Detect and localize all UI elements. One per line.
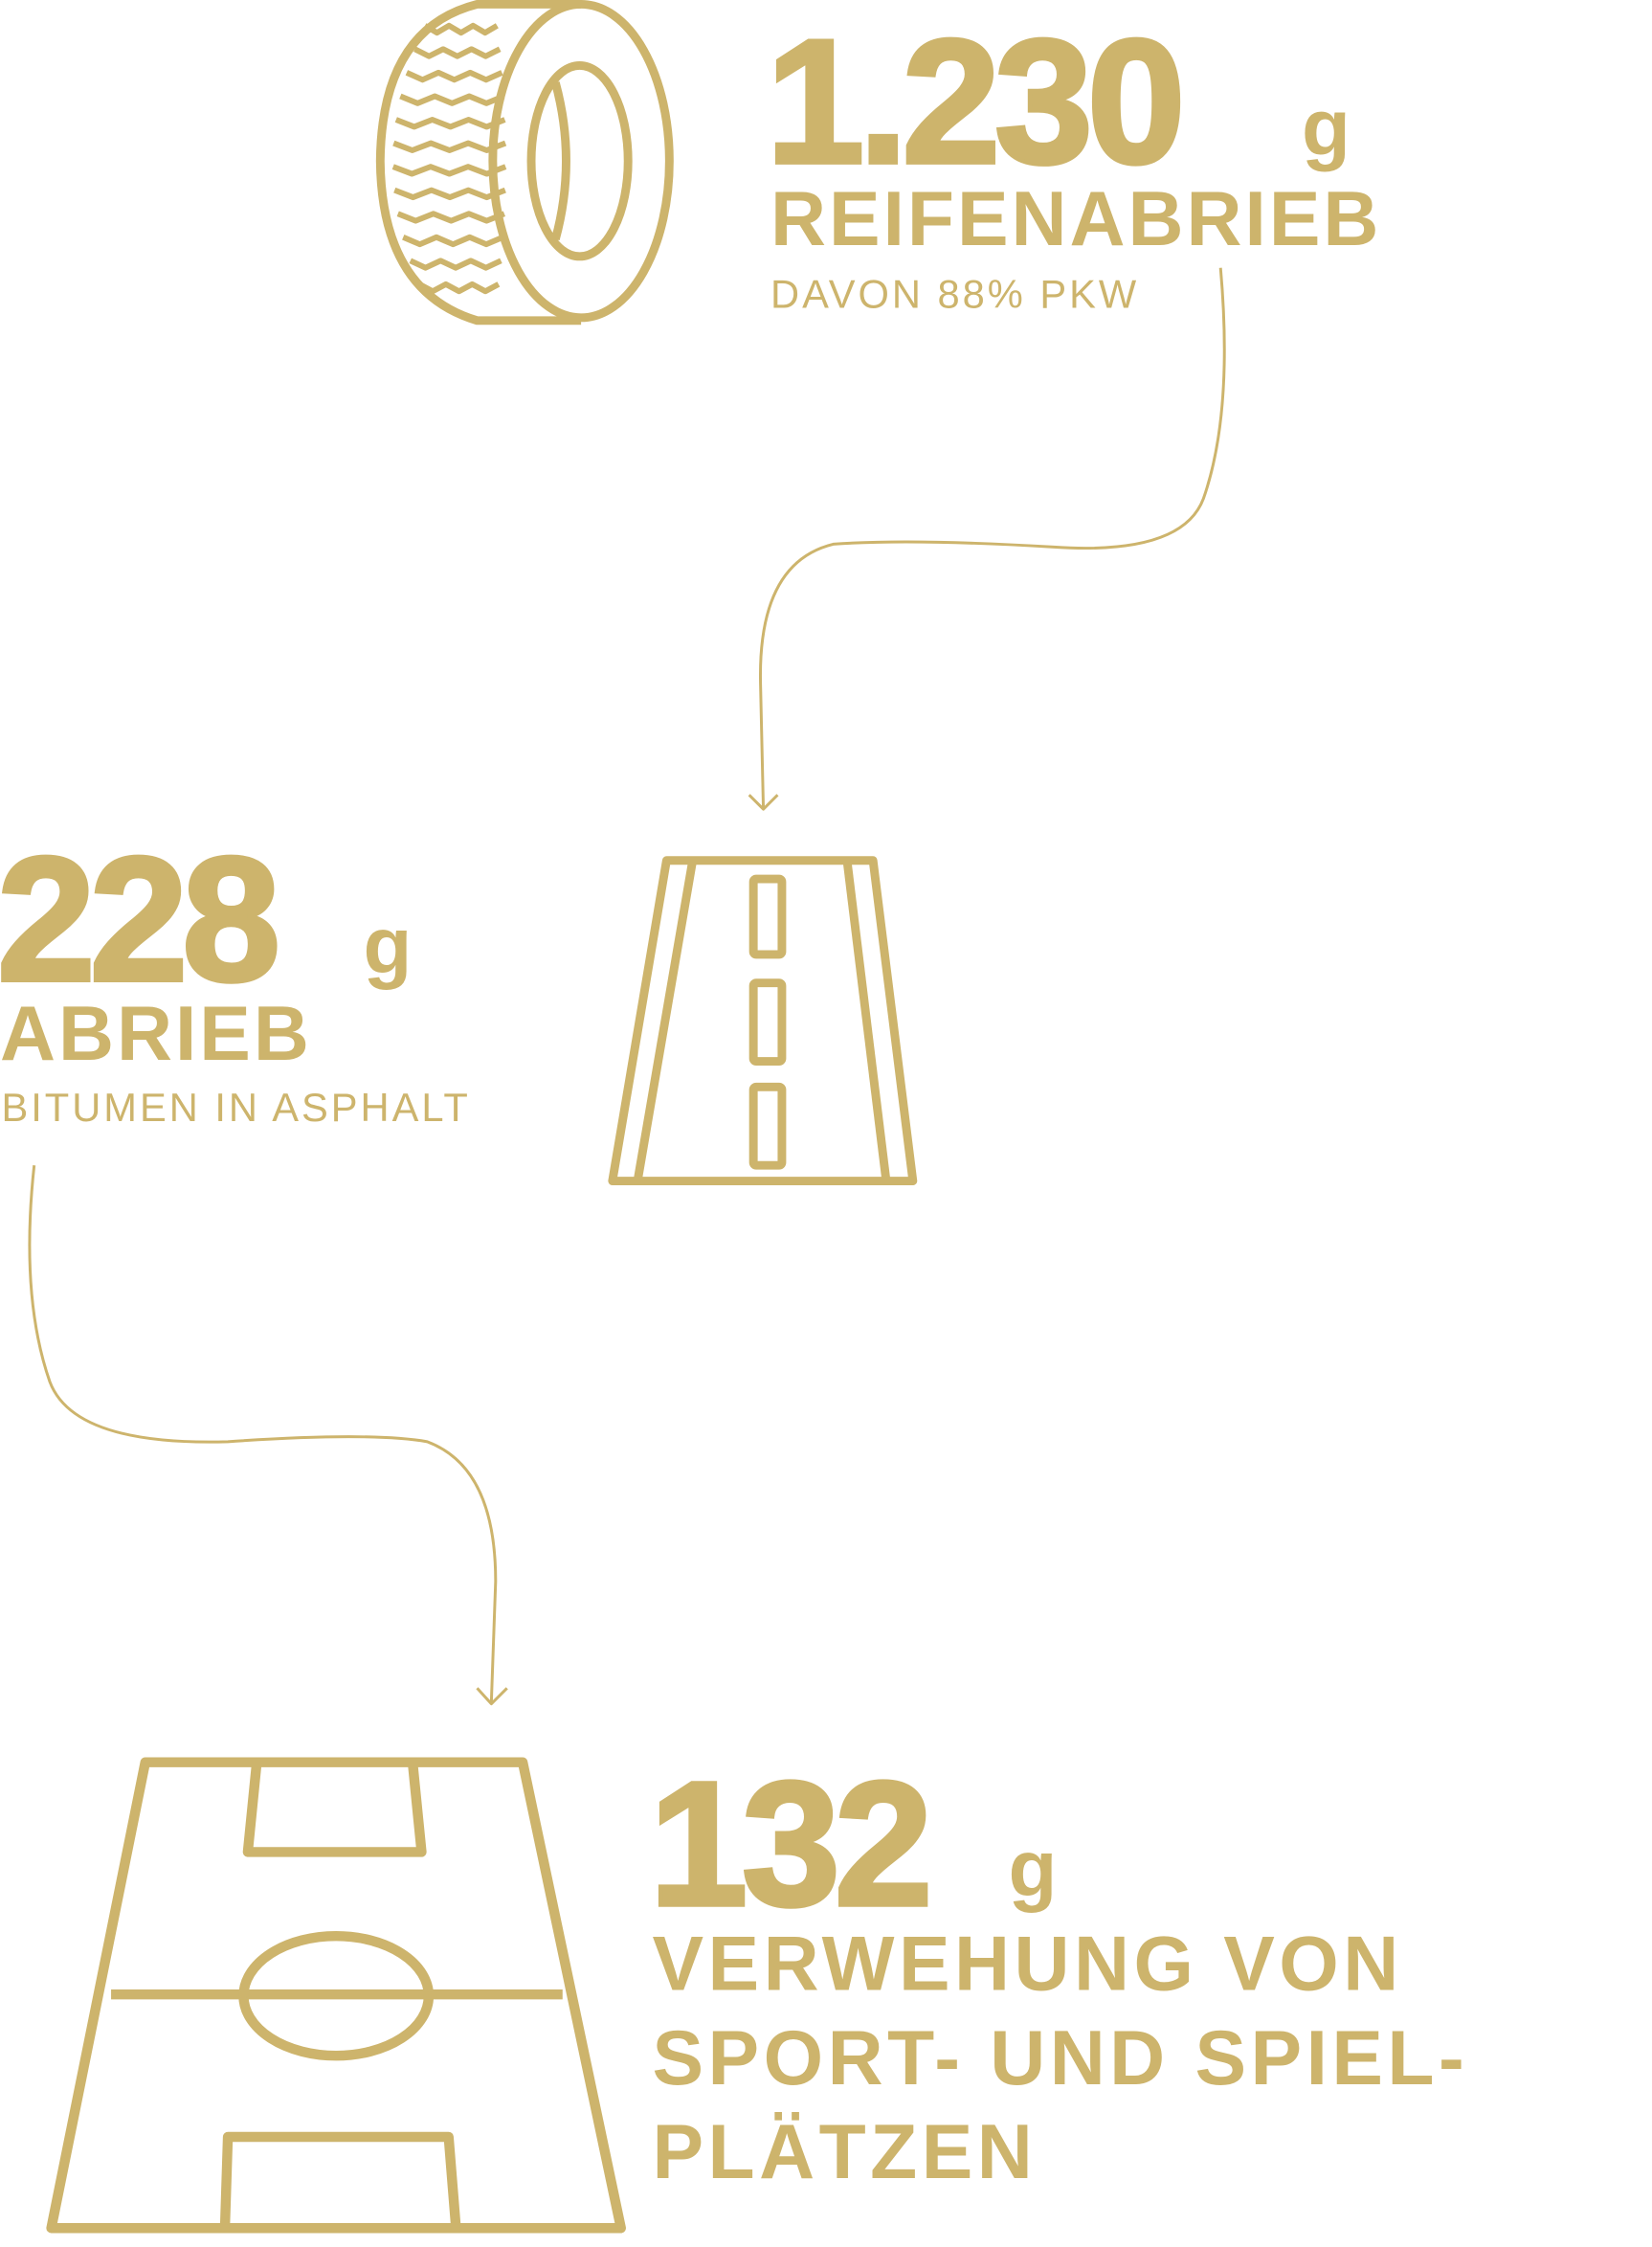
field-label-line: PLÄTZEN [652,2109,1038,2196]
arrowhead-1 [748,794,779,811]
asphalt-sub: BITUMEN IN ASPHALT [1,1085,471,1130]
tread-line [396,211,506,224]
tread-line [392,140,507,153]
arrowhead-2 [476,1687,508,1706]
field-label: VERWEHUNG VON SPORT- UND SPIEL- PLÄTZEN [653,1918,1469,2200]
asphalt-value: 228 [0,821,282,1019]
tread-line [399,93,505,106]
tread-line [402,234,504,248]
tread-line [423,22,499,36]
field-label-line: VERWEHUNG VON [652,1921,1403,2008]
tire-wear-label: REIFENABRIEB [770,176,1382,262]
asphalt-label: ABRIEB [0,991,312,1077]
tread-line [417,281,501,295]
tire-wear-value: 1.230 [764,4,1187,201]
flow-arrow-2 [28,1165,498,1703]
tread-line [409,258,502,271]
flow-arrow-1 [759,267,1226,810]
tire-wear-unit: g [1302,82,1351,173]
tread-line [391,164,507,177]
tread-line [405,69,503,83]
field-label-line: SPORT- UND SPIEL- [652,2015,1469,2101]
tire-icon [375,0,674,326]
tread-line [393,187,506,201]
tread-line [413,46,502,59]
asphalt-unit: g [363,900,413,991]
field-value: 132 [647,1746,934,1944]
tread-line [394,117,506,130]
road-icon [608,856,918,1186]
field-unit: g [1008,1823,1058,1914]
sports-field-icon [46,1757,626,2234]
tire-wear-sub: DAVON 88% PKW [770,272,1140,317]
